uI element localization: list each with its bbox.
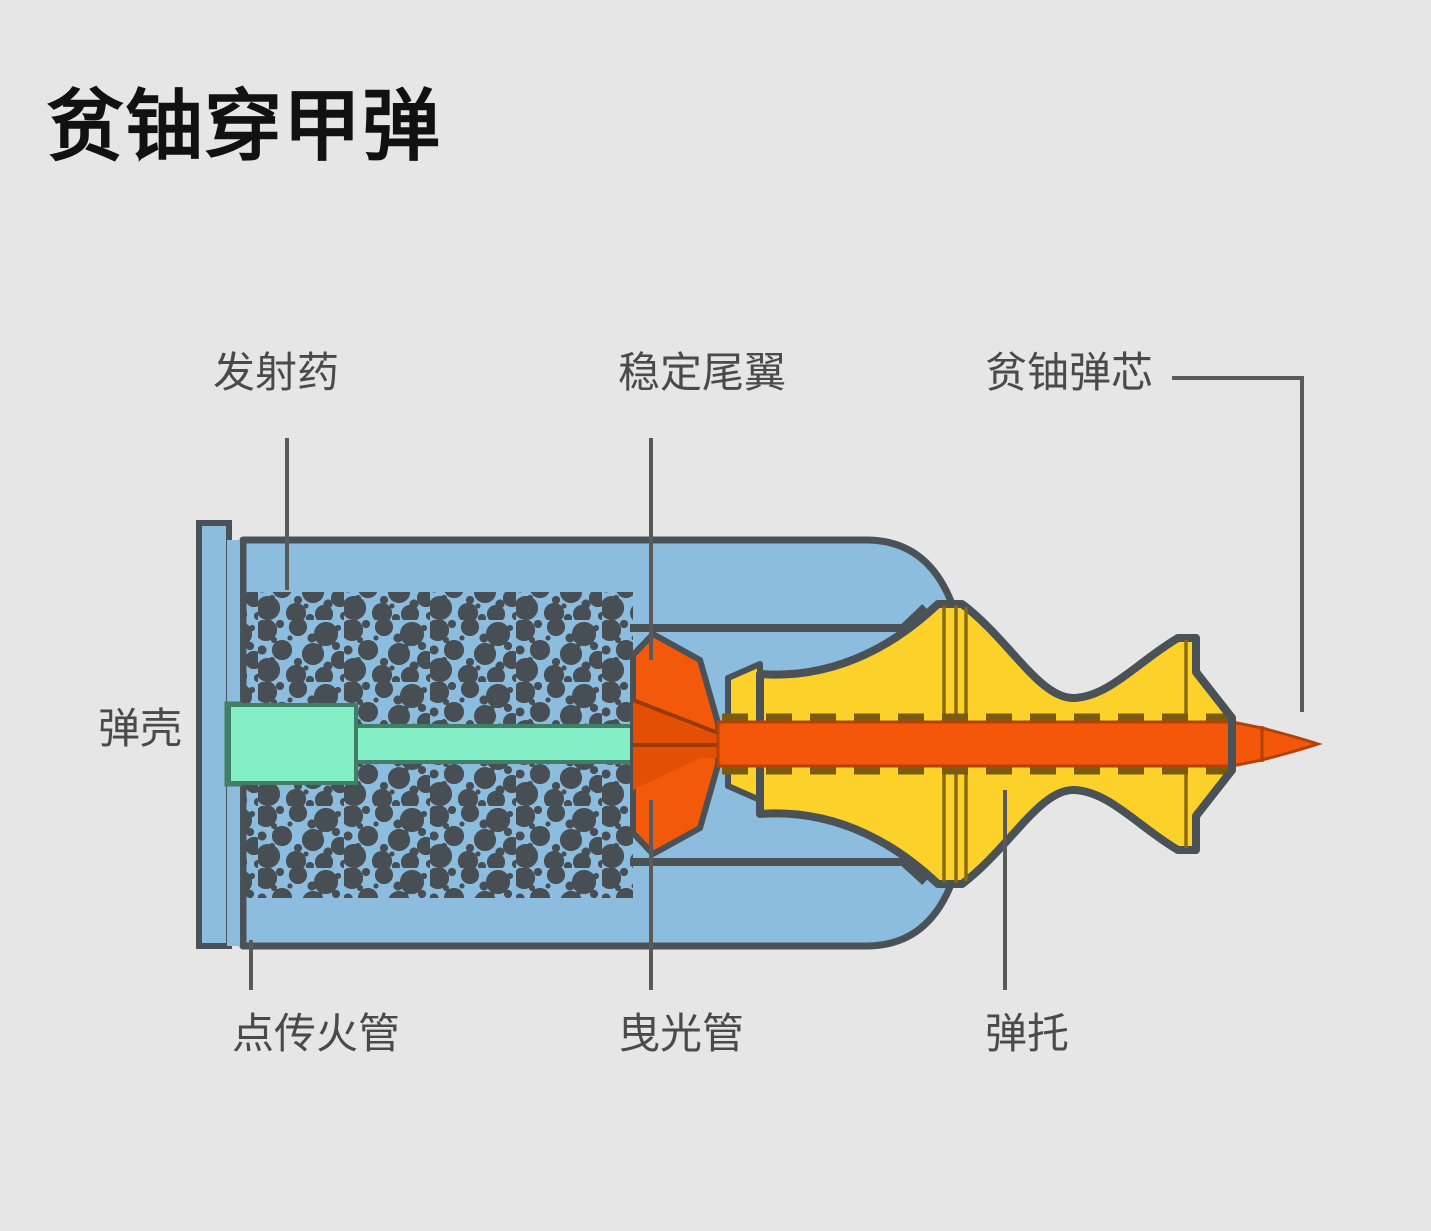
label-sabot: 弹托 [985, 1009, 1070, 1058]
penetrator-nose-collar [1192, 669, 1236, 819]
label-stabilizer-fins: 稳定尾翼 [618, 348, 787, 397]
label-cartridge-case: 弹壳 [98, 704, 183, 753]
label-ignition-tube: 点传火管 [232, 1009, 401, 1058]
label-propellant: 发射药 [213, 348, 340, 397]
leader-core [1172, 376, 1304, 712]
ignition-tube [224, 701, 642, 787]
tracer-tube [630, 631, 721, 857]
label-tracer-tube: 曳光管 [618, 1009, 745, 1058]
penetrator-core [716, 713, 1323, 775]
leader-lines [249, 376, 1304, 990]
label-depleted-uranium-core: 贫铀弹芯 [985, 348, 1154, 397]
page-title: 贫铀穿甲弹 [46, 82, 442, 172]
